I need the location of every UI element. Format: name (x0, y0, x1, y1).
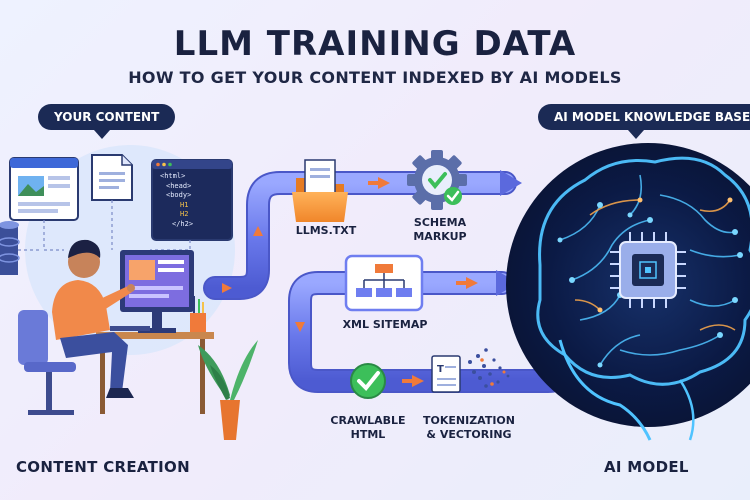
page-title: LLM TRAINING DATA (173, 24, 577, 64)
svg-text:T: T (437, 364, 444, 375)
code-snippet: <html> <head> <body> H1 H2 </h2> (158, 172, 228, 229)
database-icon (0, 221, 20, 275)
tokenization-line: & VECTORING (426, 428, 512, 441)
badge-pointer (94, 130, 110, 139)
plant-decoration (190, 296, 258, 440)
page-subtitle: HOW TO GET YOUR CONTENT INDEXED BY AI MO… (128, 68, 622, 87)
sitemap-icon (344, 254, 424, 312)
code-line: <html> (160, 172, 186, 180)
xml-sitemap-label: XML SITEMAP (342, 318, 428, 331)
crawlable-html-label: CRAWLABLE HTML (320, 414, 416, 442)
gear-icon (407, 150, 467, 210)
your-content-badge: YOUR CONTENT (38, 104, 176, 139)
browser-window-icon (9, 157, 79, 221)
badge-pointer (628, 130, 644, 139)
pipe-arrow-right-icon (500, 170, 522, 196)
ai-model-label: AI MODEL (604, 458, 689, 476)
code-line: H1 (180, 200, 189, 209)
content-creation-label: CONTENT CREATION (16, 458, 190, 476)
code-editor-icon (151, 159, 233, 241)
tokenization-icon: T (431, 348, 510, 393)
schema-markup-line: SCHEMA (413, 216, 467, 229)
crawlable-html-line: CRAWLABLE (330, 414, 406, 427)
code-line: <head> (166, 181, 192, 190)
code-line: </h2> (172, 219, 194, 228)
llms-txt-label: LLMS.TXT (295, 224, 357, 237)
schema-markup-label: SCHEMA MARKUP (395, 216, 485, 244)
knowledge-base-label: AI MODEL KNOWLEDGE BASE (538, 104, 750, 130)
code-line: H2 (180, 210, 189, 218)
ai-brain-icon (506, 143, 750, 441)
desk-scene (18, 239, 214, 415)
your-content-label: YOUR CONTENT (38, 104, 176, 130)
knowledge-base-badge: AI MODEL KNOWLEDGE BASE (538, 104, 750, 139)
check-circle-icon (350, 363, 386, 399)
folder-icon (292, 159, 348, 222)
crawlable-html-line: HTML (350, 428, 386, 441)
tokenization-label: TOKENIZATION & VECTORING (414, 414, 524, 442)
document-icon (91, 154, 133, 201)
schema-markup-line: MARKUP (413, 230, 467, 243)
code-line: <body> (166, 191, 192, 199)
tokenization-line: TOKENIZATION (423, 414, 515, 427)
